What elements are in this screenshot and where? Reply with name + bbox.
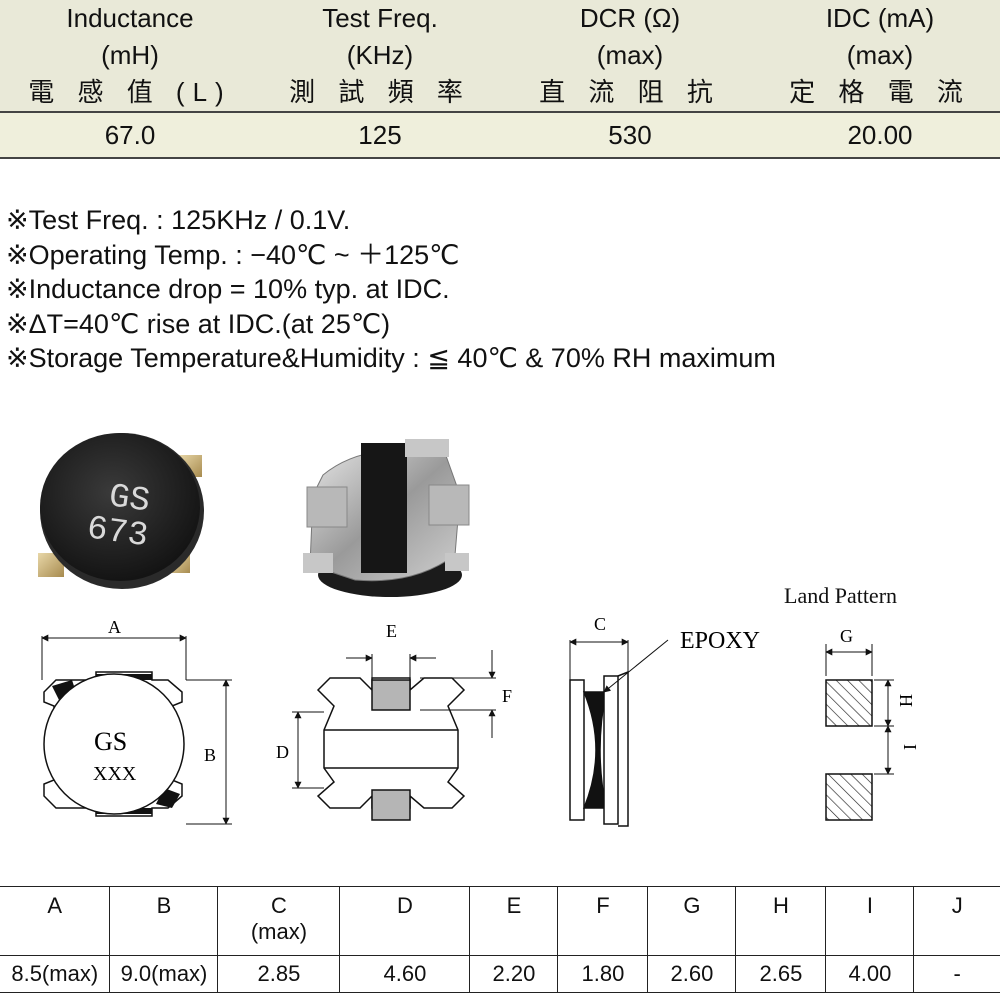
- dim-header-text: G: [683, 893, 701, 918]
- land-pattern-drawing: [825, 644, 894, 821]
- header-line1: IDC (mA): [825, 3, 935, 33]
- bottom-view-drawing: [292, 650, 496, 821]
- dim-label-c: C: [594, 614, 606, 634]
- spec-header-test-freq: Test Freq. (KHz) 測 試 頻 率: [260, 0, 500, 113]
- note-storage: ※Storage Temperature&Humidity : ≦ 40℃ & …: [6, 343, 776, 373]
- dim-header-g: G: [647, 886, 737, 956]
- dim-value-j: -: [913, 955, 1000, 993]
- header-line2: (KHz): [346, 40, 414, 70]
- dim-header-subtext: (max): [250, 919, 308, 944]
- product-photo-bottom: [303, 439, 470, 597]
- photo-marking-line1: GS: [106, 478, 152, 521]
- dimension-drawings: A B GS XXX E F D C EPOXY: [41, 614, 920, 827]
- electrical-spec-table: Inductance (mH) 電 感 值 (L) Test Freq. (KH…: [0, 0, 1000, 159]
- note-operating-temp: ※Operating Temp. : −40℃ ~ ＋125℃: [6, 239, 460, 270]
- note-inductance-drop: ※Inductance drop = 10% typ. at IDC.: [6, 274, 450, 304]
- top-view-drawing: [41, 634, 232, 825]
- header-line1: DCR (Ω): [579, 3, 681, 33]
- dim-header-text: B: [156, 893, 172, 918]
- header-line3: 測 試 頻 率: [289, 77, 471, 107]
- dim-value-c: 2.85: [217, 955, 341, 993]
- dim-header-d: D: [339, 886, 471, 956]
- dim-label-d: D: [276, 742, 289, 762]
- header-line3: 電 感 值 (L): [28, 77, 232, 107]
- dimension-table: A B C(max) D E F G H I J 8.5(max) 9.0(ma…: [0, 886, 1000, 993]
- inductance-value: 67.0: [0, 112, 260, 159]
- dim-header-a: A: [0, 886, 111, 956]
- dim-value-e: 2.20: [469, 955, 559, 993]
- dim-value-i: 4.00: [825, 955, 915, 993]
- dim-header-j: J: [913, 886, 1000, 956]
- header-line2: (max): [846, 40, 914, 70]
- dim-header-text: H: [772, 893, 789, 918]
- header-line3: 直 流 阻 抗: [539, 77, 721, 107]
- dim-header-i: I: [825, 886, 915, 956]
- dim-label-f: F: [502, 686, 512, 706]
- dim-label-a: A: [108, 617, 121, 637]
- spec-header-idc: IDC (mA) (max) 定 格 電 流: [760, 0, 1000, 113]
- photo-marking-line2: 673: [84, 510, 150, 556]
- dim-header-c: C(max): [217, 886, 341, 956]
- dim-label-h: H: [896, 694, 916, 707]
- dim-label-i: I: [900, 744, 920, 750]
- dim-value-a: 8.5(max): [0, 955, 111, 993]
- spec-header-row: Inductance (mH) 電 感 值 (L) Test Freq. (KH…: [0, 0, 1000, 113]
- dim-header-text: F: [596, 893, 610, 918]
- dim-label-e: E: [386, 621, 397, 641]
- dim-header-b: B: [109, 886, 219, 956]
- dim-header-text: D: [397, 893, 413, 918]
- side-view-drawing: [569, 638, 669, 827]
- dim-header-text: I: [866, 893, 873, 918]
- dim-value-h: 2.65: [735, 955, 827, 993]
- epoxy-label: EPOXY: [680, 628, 760, 654]
- spec-value-row: 67.0 125 530 20.00: [0, 112, 1000, 159]
- dim-value-b: 9.0(max): [109, 955, 219, 993]
- header-line2: (max): [596, 40, 664, 70]
- header-line2: (mH): [101, 40, 159, 70]
- spec-header-dcr: DCR (Ω) (max) 直 流 阻 抗: [500, 0, 760, 113]
- header-line1: Inductance: [66, 3, 194, 33]
- dcr-value: 530: [500, 112, 760, 159]
- dim-value-row: 8.5(max) 9.0(max) 2.85 4.60 2.20 1.80 2.…: [0, 955, 1000, 993]
- dim-header-f: F: [557, 886, 649, 956]
- dim-header-e: E: [469, 886, 559, 956]
- spec-notes: ※Test Freq. : 125KHz / 0.1V. ※Operating …: [6, 203, 996, 376]
- note-test-freq: ※Test Freq. : 125KHz / 0.1V.: [6, 205, 351, 235]
- dim-header-text: C: [271, 893, 287, 918]
- header-line3: 定 格 電 流: [789, 77, 971, 107]
- drawing-marking-line1: GS: [94, 727, 127, 756]
- spec-header-inductance: Inductance (mH) 電 感 值 (L): [0, 0, 260, 113]
- dim-value-f: 1.80: [557, 955, 649, 993]
- dim-header-text: E: [506, 893, 522, 918]
- dim-value-g: 2.60: [647, 955, 737, 993]
- dim-label-b: B: [204, 745, 216, 765]
- dim-header-text: A: [47, 893, 63, 918]
- test-freq-value: 125: [260, 112, 500, 159]
- note-temp-rise: ※ΔT=40℃ rise at IDC.(at 25℃): [6, 308, 391, 339]
- product-photo-top: GS 673: [38, 433, 204, 589]
- dim-value-d: 4.60: [339, 955, 471, 993]
- dim-header-row: A B C(max) D E F G H I J: [0, 886, 1000, 956]
- land-pattern-title: Land Pattern: [784, 583, 898, 608]
- header-line1: Test Freq.: [322, 3, 438, 33]
- idc-value: 20.00: [760, 112, 1000, 159]
- drawing-marking-line2: XXX: [93, 763, 137, 785]
- dim-header-text: J: [951, 893, 963, 918]
- dim-header-h: H: [735, 886, 827, 956]
- dim-label-g: G: [840, 626, 853, 646]
